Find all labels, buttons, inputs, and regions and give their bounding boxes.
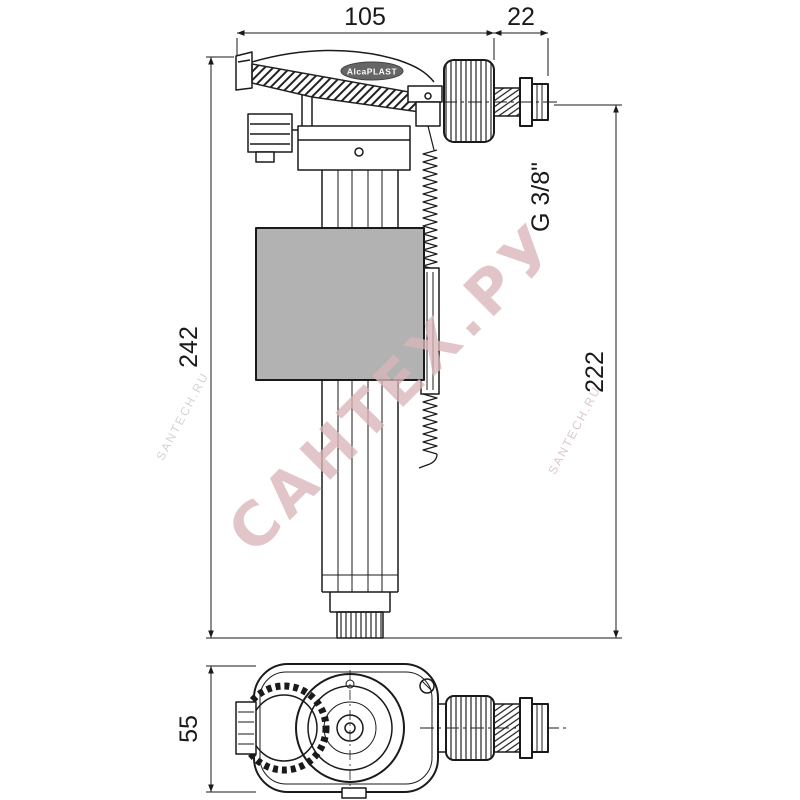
screw-slot <box>421 680 433 692</box>
dimension-annotations <box>206 30 622 793</box>
dimension-thread-length: 22 <box>507 3 535 31</box>
hose-top-link <box>427 125 435 151</box>
lock-nut <box>531 703 549 753</box>
brand-badge <box>340 61 404 81</box>
washer <box>519 697 533 759</box>
adjuster-tab <box>255 151 275 163</box>
valve-head <box>297 125 411 171</box>
bottom-tab <box>341 787 367 799</box>
adjuster-block <box>247 113 293 153</box>
bottom-cap <box>336 611 384 639</box>
watermark-small-right: SANTECH.RU <box>545 384 603 477</box>
dimension-inlet-height: 222 <box>581 351 609 393</box>
inlet-thread <box>493 703 521 753</box>
dimension-depth: 55 <box>175 715 203 743</box>
inlet-connector-pin <box>424 92 432 100</box>
inlet-connector <box>415 101 441 127</box>
float-cup <box>255 227 425 381</box>
thread-size-label: G 3/8" <box>527 162 555 232</box>
top-cover-curve <box>251 49 435 83</box>
side-clip <box>235 701 257 755</box>
flush-arm <box>251 63 421 113</box>
hose-end <box>418 453 438 469</box>
knurled-nut <box>445 695 495 761</box>
screw-head <box>419 678 435 694</box>
bottom-view <box>235 663 566 799</box>
knurled-nut <box>443 59 495 143</box>
dimension-total-height: 242 <box>175 326 203 368</box>
valve-head-screw <box>354 147 364 157</box>
brand-label: AlcaPLAST <box>347 67 398 77</box>
arm-bracket <box>235 51 253 91</box>
arm-bracket-detail <box>237 59 251 63</box>
watermark-small-left: SANTECH.RU <box>153 370 211 463</box>
knurled-knob <box>238 682 330 774</box>
side-view <box>235 49 560 639</box>
dimension-body-width: 105 <box>344 3 386 31</box>
